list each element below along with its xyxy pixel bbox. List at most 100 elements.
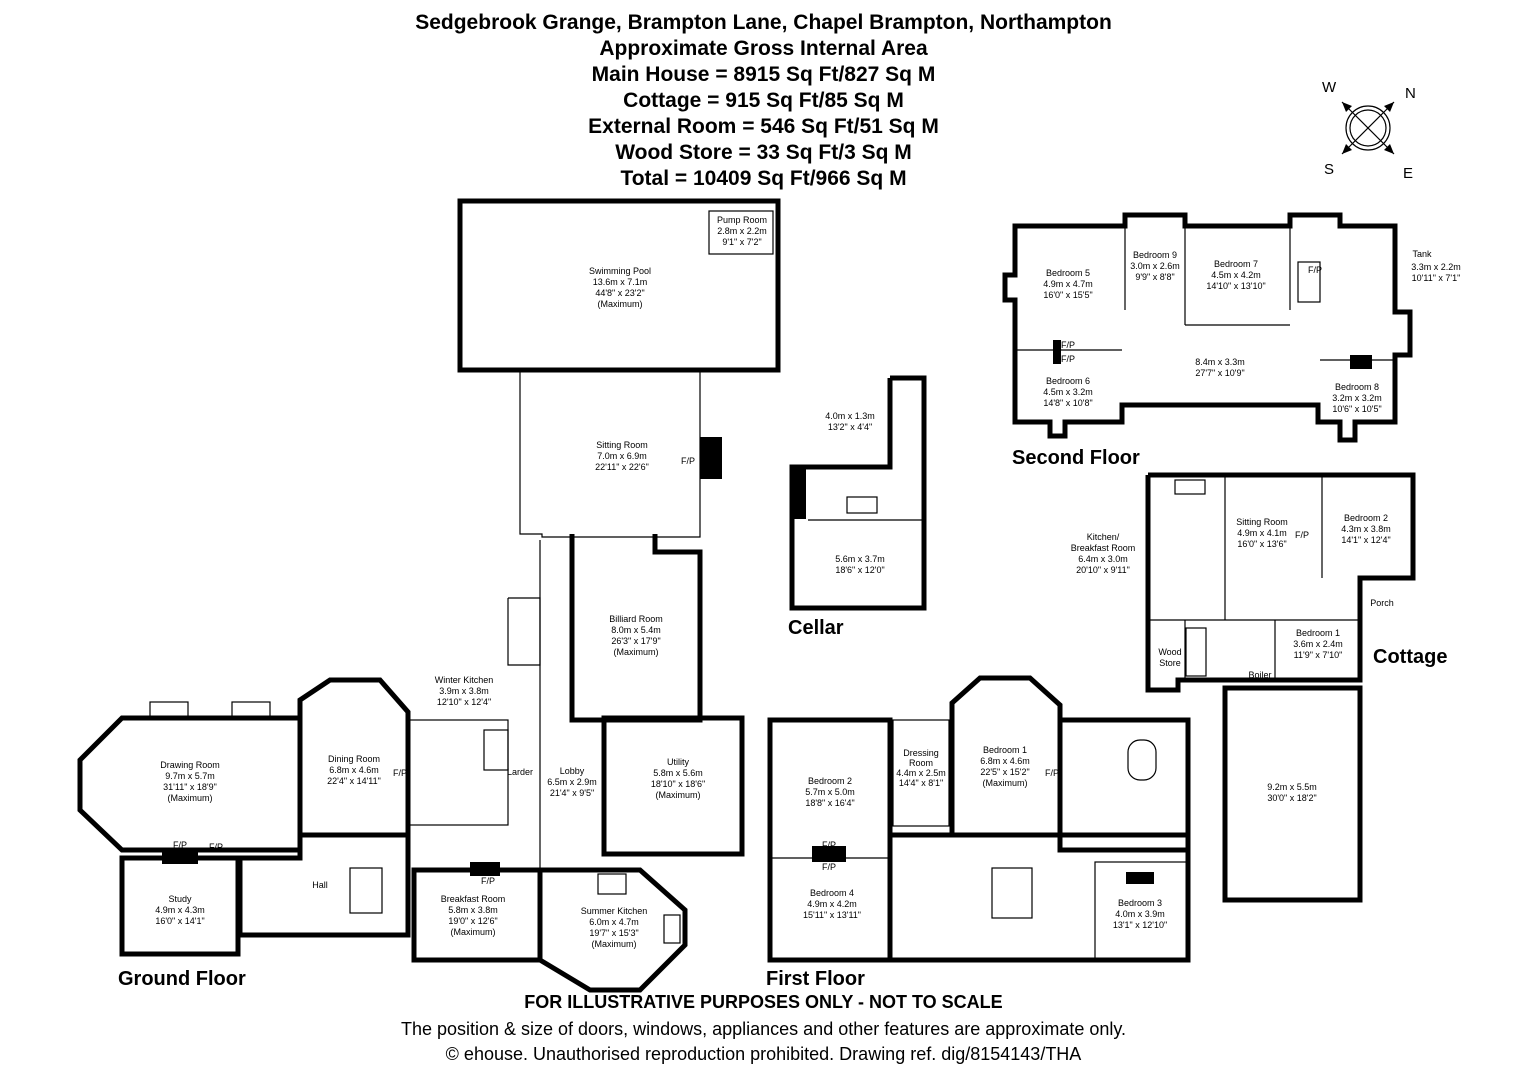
- ff-bedroom-1-imperial: 22'5" x 15'2": [980, 767, 1029, 777]
- pump-room-imperial: 9'1" x 7'2": [722, 237, 761, 247]
- breakfast-room-metric: 5.8m x 3.8m: [448, 905, 498, 915]
- ground-floor-plan: Larder: [77, 198, 781, 993]
- sf-landing-metric: 8.4m x 3.3m: [1195, 357, 1245, 367]
- c-bedroom-2-name: Bedroom 2: [1344, 513, 1388, 523]
- cellar-upper-imperial: 13'2" x 4'4": [828, 422, 872, 432]
- utility-imperial: 18'10" x 18'6": [651, 779, 705, 789]
- room-utility: [601, 715, 745, 857]
- ff-bedroom-2-name: Bedroom 2: [808, 776, 852, 786]
- dining-room-name: Dining Room: [328, 754, 380, 764]
- summer-kitchen-name: Summer Kitchen: [581, 906, 648, 916]
- winter-kitchen-metric: 3.9m x 3.8m: [439, 686, 489, 696]
- external-room-imperial: 30'0" x 18'2": [1267, 793, 1316, 803]
- cellar-main-metric: 5.6m x 3.7m: [835, 554, 885, 564]
- tank-imperial: 10'11" x 7'1": [1412, 273, 1461, 283]
- disclaimer-illustrative: FOR ILLUSTRATIVE PURPOSES ONLY - NOT TO …: [524, 992, 1003, 1012]
- breakfast-room-imperial: 19'0" x 12'6": [448, 916, 497, 926]
- lobby-imperial: 21'4" x 9'5": [550, 788, 594, 798]
- swimming-pool-imperial: 44'8" x 23'2": [595, 288, 644, 298]
- sf-bedroom-6-metric: 4.5m x 3.2m: [1043, 387, 1093, 397]
- billiard-room-max: (Maximum): [614, 647, 659, 657]
- compass-w: W: [1322, 79, 1337, 96]
- second-floor-outline: [1002, 212, 1413, 443]
- ff-bedroom-3-metric: 4.0m x 3.9m: [1115, 909, 1165, 919]
- fp-drawing-room: F/P: [209, 842, 223, 852]
- sf-bedroom-9-metric: 3.0m x 2.6m: [1130, 261, 1180, 271]
- room-dressing-room: [892, 719, 950, 827]
- area-wood-store: Wood Store = 33 Sq Ft/3 Sq M: [615, 141, 912, 164]
- c-boiler-name: Boiler: [1248, 670, 1271, 680]
- ff-bedroom-1-max: (Maximum): [983, 778, 1028, 788]
- c-bedroom-1-imperial: 11'9" x 7'10": [1294, 650, 1343, 660]
- sf-bedroom-7-imperial: 14'10" x 13'10": [1206, 281, 1265, 291]
- c-bedroom-1-name: Bedroom 1: [1296, 628, 1340, 638]
- sf-bedroom-9-imperial: 9'9" x 8'8": [1135, 272, 1174, 282]
- study-metric: 4.9m x 4.3m: [155, 905, 205, 915]
- room-winter-kitchen: [407, 719, 509, 826]
- room-ff-bedroom-2: [767, 717, 893, 963]
- c-wood-store-name-1: Wood: [1158, 647, 1181, 657]
- drawing-room-name: Drawing Room: [160, 760, 220, 770]
- sf-bedroom-5-name: Bedroom 5: [1046, 268, 1090, 278]
- dining-room-metric: 6.8m x 4.6m: [329, 765, 379, 775]
- hall-name: Hall: [312, 880, 328, 890]
- area-cottage: Cottage = 915 Sq Ft/85 Sq M: [623, 89, 904, 112]
- drawing-room-imperial: 31'11" x 18'9": [163, 782, 217, 792]
- fp-study: F/P: [173, 840, 187, 850]
- dressing-room-name-1: Dressing: [903, 748, 939, 758]
- sf-bedroom-8-name: Bedroom 8: [1335, 382, 1379, 392]
- billiard-room-name: Billiard Room: [609, 614, 663, 624]
- ff-bedroom-2-imperial: 18'8" x 16'4": [805, 798, 854, 808]
- room-ff-bedroom-3: [1094, 861, 1189, 961]
- cellar-outline: [789, 375, 927, 611]
- study-name: Study: [168, 894, 192, 904]
- second-floor-label: Second Floor: [1012, 447, 1140, 469]
- compass-n: N: [1405, 85, 1416, 102]
- dressing-room-metric: 4.4m x 2.5m: [896, 768, 946, 778]
- sitting-room-name: Sitting Room: [596, 440, 648, 450]
- swimming-pool-name: Swimming Pool: [589, 266, 651, 276]
- sitting-room-metric: 7.0m x 6.9m: [597, 451, 647, 461]
- cellar-plan: [789, 375, 927, 611]
- winter-kitchen-name: Winter Kitchen: [435, 675, 494, 685]
- lobby-metric: 6.5m x 2.9m: [547, 777, 597, 787]
- billiard-room-metric: 8.0m x 5.4m: [611, 625, 661, 635]
- sf-bedroom-8-imperial: 10'6" x 10'5": [1332, 404, 1381, 414]
- first-floor-label: First Floor: [766, 968, 865, 990]
- room-external-room: [1222, 685, 1363, 903]
- ff-bedroom-3-name: Bedroom 3: [1118, 898, 1162, 908]
- fp-sitting-room: F/P: [681, 456, 695, 466]
- c-bedroom-2-imperial: 14'1" x 12'4": [1341, 535, 1390, 545]
- area-main-house: Main House = 8915 Sq Ft/827 Sq M: [591, 63, 936, 86]
- room-swimming-pool: [457, 198, 781, 373]
- disclaimer-approximate: The position & size of doors, windows, a…: [400, 1019, 1127, 1039]
- sf-bedroom-5-metric: 4.9m x 4.7m: [1043, 279, 1093, 289]
- fp-ff-bedroom-1: F/P: [1045, 768, 1059, 778]
- room-ff-ensuite: [1057, 717, 1191, 853]
- c-porch-name: Porch: [1370, 598, 1394, 608]
- dressing-room-name-2: Room: [909, 758, 933, 768]
- sf-bedroom-6-imperial: 14'8" x 10'8": [1043, 398, 1092, 408]
- study-imperial: 16'0" x 14'1": [155, 916, 204, 926]
- cellar-upper-metric: 4.0m x 1.3m: [825, 411, 875, 421]
- ff-bedroom-1-metric: 6.8m x 4.6m: [980, 756, 1030, 766]
- c-kitchen-imperial: 20'10" x 9'11": [1076, 565, 1130, 575]
- fp-ff-bedroom-3: F/P: [1133, 874, 1147, 884]
- summer-kitchen-max: (Maximum): [592, 939, 637, 949]
- cottage-outline: [1145, 472, 1416, 693]
- room-billiard-room: [569, 534, 703, 723]
- cottage-plan: [1145, 472, 1416, 693]
- pump-room-metric: 2.8m x 2.2m: [717, 226, 767, 236]
- pump-room-name: Pump Room: [717, 215, 767, 225]
- sf-bedroom-7-metric: 4.5m x 4.2m: [1211, 270, 1261, 280]
- dressing-room-imperial: 14'4" x 8'1": [899, 778, 943, 788]
- ff-bedroom-2-metric: 5.7m x 5.0m: [805, 787, 855, 797]
- ff-bedroom-4-imperial: 15'11" x 13'11": [803, 910, 861, 920]
- swimming-pool-metric: 13.6m x 7.1m: [593, 277, 648, 287]
- cottage-label: Cottage: [1373, 646, 1447, 668]
- swimming-pool-max: (Maximum): [598, 299, 643, 309]
- larder-label: Larder: [507, 767, 533, 777]
- summer-kitchen-imperial: 19'7" x 15'3": [589, 928, 638, 938]
- fp-sf-bedroom-7: F/P: [1308, 265, 1322, 275]
